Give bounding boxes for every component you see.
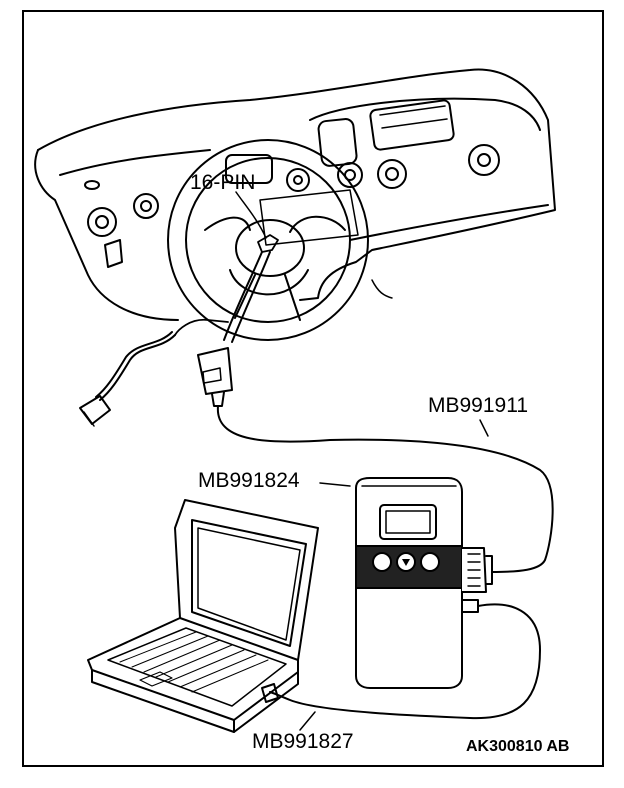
harness-cable xyxy=(79,251,554,573)
figure-code: AK300810 AB xyxy=(466,738,570,755)
connector-label: 16-PIN xyxy=(190,171,256,194)
figure-frame xyxy=(22,10,604,767)
laptop xyxy=(87,499,319,733)
cable-main-label: MB991911 xyxy=(428,394,529,417)
16-pin-connector xyxy=(235,191,279,253)
interface-unit-label: MB991824 xyxy=(198,469,300,492)
steering-wheel xyxy=(167,139,369,341)
usb-cable-label: MB991827 xyxy=(252,730,354,753)
interface-unit xyxy=(319,477,493,689)
dashboard xyxy=(34,68,556,321)
